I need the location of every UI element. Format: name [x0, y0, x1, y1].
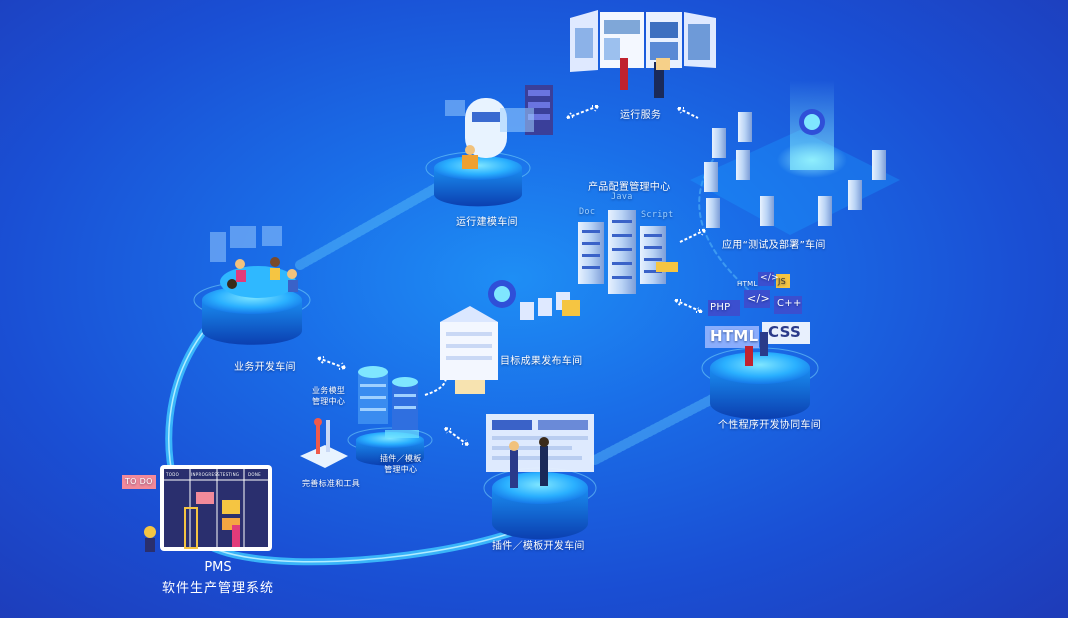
tag-php: PHP [710, 302, 731, 313]
label-java: Java [611, 192, 633, 202]
kanban-col-done: DONE [248, 472, 261, 477]
pms-kanban [122, 465, 272, 552]
tag-code-2: </> [747, 292, 771, 305]
server-rack [712, 128, 726, 158]
label-custom-dev: 个性程序开发协同车间 [718, 420, 821, 431]
label-script: Script [641, 210, 674, 220]
label-config-center: 产品配置管理中心 [588, 182, 671, 193]
release-building [440, 280, 580, 394]
tools-stand [300, 418, 348, 468]
tag-html-2: HTML [710, 327, 759, 345]
tag-html-1: HTML [737, 280, 758, 288]
label-tools: 完善标准和工具 [302, 479, 361, 488]
tag-code-1: </> [760, 273, 780, 283]
label-biz-model-center: 业务模型 管理中心 [312, 386, 346, 406]
server-rack [760, 196, 774, 226]
kanban-col-inprogress: INPROGRESS [191, 472, 220, 477]
modeling-station [445, 85, 553, 169]
label-test-deploy: 应用“测试及部署”车间 [722, 240, 826, 251]
server-rack [872, 150, 886, 180]
server-rack [818, 196, 832, 226]
tag-cpp: C++ [777, 298, 802, 309]
label-business-dev: 业务开发车间 [234, 362, 296, 373]
config-servers [578, 210, 678, 294]
display-wall [570, 10, 716, 98]
server-rack [736, 150, 750, 180]
platform-custom-dev [701, 347, 819, 420]
flow-arrows [317, 105, 706, 446]
tag-js: JS [778, 277, 787, 286]
kanban-col-todo: TODO [166, 472, 180, 477]
label-target-release: 目标成果发布车间 [500, 356, 583, 367]
label-run-modeling: 运行建模车间 [456, 217, 518, 228]
team-table [210, 226, 298, 298]
kanban-col-testing: TESTING [220, 472, 240, 477]
label-plugin-center: 插件／模板 管理中心 [380, 454, 422, 474]
label-doc: Doc [579, 207, 596, 217]
kanban-sticky-todo: TO DO [125, 477, 153, 486]
pms-title: PMS [204, 560, 232, 575]
label-run-service: 运行服务 [620, 110, 662, 121]
server-racks [704, 112, 886, 228]
tech-tags [705, 272, 810, 366]
pms-subtitle: 软件生产管理系统 [161, 581, 274, 596]
plugin-screens [486, 414, 594, 488]
server-rack [738, 112, 752, 142]
server-rack [704, 162, 718, 192]
server-rack [848, 180, 862, 210]
tag-css: CSS [768, 323, 802, 341]
label-plugin-dev: 插件／模板开发车间 [492, 541, 585, 552]
server-rack [706, 198, 720, 228]
stack-cylinders [358, 366, 419, 438]
